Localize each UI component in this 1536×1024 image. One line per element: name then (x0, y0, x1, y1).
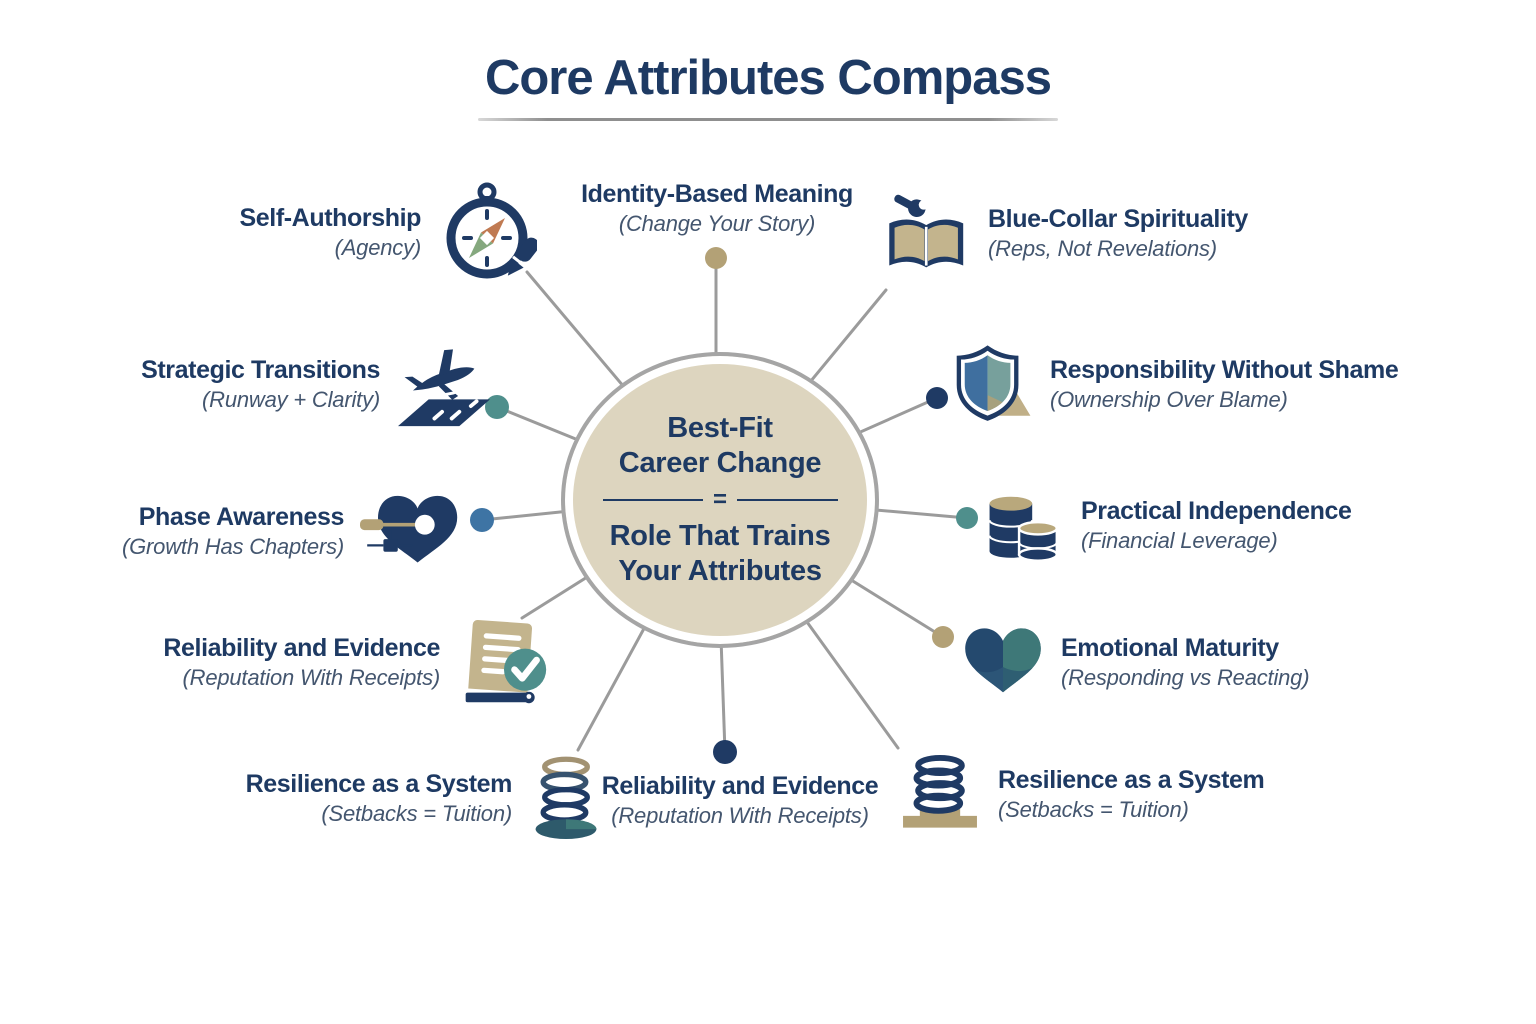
hub-line-1: Best-Fit (667, 412, 773, 445)
coin-stacks-icon (983, 482, 1065, 568)
node-title: Reliability and Evidence (163, 633, 440, 662)
node-practical-independence: Practical Independence (Financial Levera… (983, 482, 1352, 568)
hub-line-3: Role That Trains (609, 520, 831, 552)
node-title: Strategic Transitions (141, 355, 380, 384)
node-subtitle: (Growth Has Chapters) (122, 533, 344, 559)
node-title: Phase Awareness (138, 502, 345, 531)
node-subtitle: (Reputation With Receipts) (611, 802, 869, 828)
compass-pen-icon (437, 180, 537, 284)
hub-circle: Best-Fit Career Change = Role That Train… (561, 352, 879, 648)
hub-divider-bar (737, 499, 838, 501)
hub-line-4: Your Attributes (618, 554, 822, 587)
connector-dot (485, 395, 509, 419)
spring-icon (528, 750, 604, 846)
node-subtitle: (Reps, Not Revelations) (988, 235, 1217, 261)
heart-arrow-icon (360, 490, 468, 572)
hub-equals: = (713, 486, 728, 513)
node-subtitle: (Responding vs Reacting) (1061, 664, 1310, 690)
two-tone-heart-icon (961, 624, 1045, 700)
node-title: Emotional Maturity (1061, 633, 1279, 662)
node-subtitle: (Financial Leverage) (1081, 527, 1278, 553)
node-title: Identity-Based Meaning (581, 180, 853, 208)
node-title: Responsibility Without Shame (1050, 355, 1399, 384)
connector-dot (705, 247, 727, 269)
title-underline (478, 118, 1058, 121)
node-title: Practical Independence (1081, 496, 1352, 525)
node-self-authorship: Self-Authorship (Agency) (239, 180, 537, 284)
page-title-block: Core Attributes Compass (0, 50, 1536, 121)
node-emotional-maturity: Emotional Maturity (Responding vs Reacti… (961, 624, 1310, 700)
airplane-runway-icon (396, 338, 492, 430)
node-identity-based-meaning: Identity-Based Meaning (Change Your Stor… (497, 180, 937, 236)
node-subtitle: (Setbacks = Tuition) (998, 796, 1189, 822)
node-subtitle: (Setbacks = Tuition) (321, 800, 512, 826)
node-resilience-as-a-system-right: Resilience as a System (Setbacks = Tuiti… (898, 748, 1265, 840)
node-strategic-transitions: Strategic Transitions (Runway + Clarity) (141, 338, 492, 430)
spring-base-icon (898, 748, 982, 840)
node-subtitle: (Agency) (334, 234, 422, 260)
node-subtitle: (Change Your Story) (618, 210, 816, 236)
connector-dot (956, 507, 978, 529)
connector-dot (926, 387, 948, 409)
node-subtitle: (Ownership Over Blame) (1050, 386, 1288, 412)
hub-divider-bar (602, 499, 703, 501)
receipt-check-icon (456, 616, 552, 708)
node-subtitle: (Reputation With Receipts) (182, 664, 441, 690)
node-title: Reliability and Evidence (601, 772, 879, 800)
shield-icon (948, 342, 1034, 426)
hub-divider: = (602, 486, 838, 513)
node-subtitle: (Runway + Clarity) (202, 386, 380, 412)
connector-dot (470, 508, 494, 532)
node-title: Self-Authorship (239, 203, 422, 232)
node-phase-awareness: Phase Awareness (Growth Has Chapters) (122, 490, 468, 572)
node-title: Resilience as a System (998, 765, 1265, 794)
page-title: Core Attributes Compass (484, 51, 1052, 105)
node-reliability-and-evidence-left: Reliability and Evidence (Reputation Wit… (163, 616, 552, 708)
connector-dot (713, 740, 737, 764)
node-title: Resilience as a System (245, 769, 513, 798)
hub-line-2: Career Change (618, 447, 822, 480)
node-blue-collar-spirituality: Blue-Collar Spirituality (Reps, Not Reve… (884, 188, 1248, 278)
node-responsibility-without-shame: Responsibility Without Shame (Ownership … (948, 342, 1399, 426)
node-title: Blue-Collar Spirituality (988, 204, 1248, 233)
node-reliability-and-evidence-bottom: Reliability and Evidence (Reputation Wit… (520, 772, 960, 828)
node-resilience-as-a-system-left: Resilience as a System (Setbacks = Tuiti… (246, 750, 604, 846)
connector-dot (932, 626, 954, 648)
book-wrench-icon (884, 188, 972, 278)
